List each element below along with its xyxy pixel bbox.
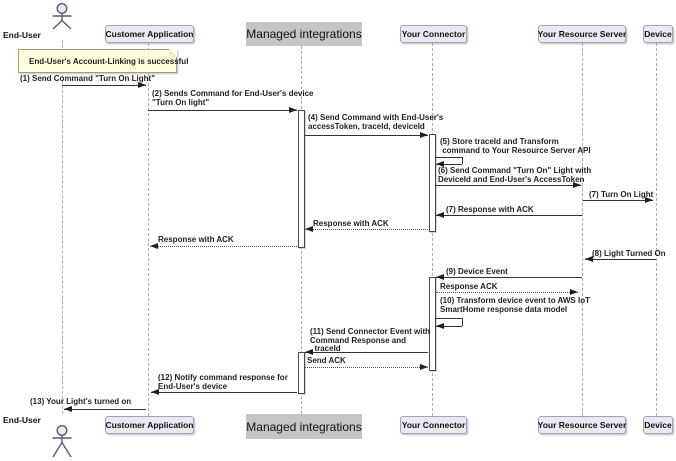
participant-box-top: Managed integrations	[246, 22, 362, 46]
message-line	[64, 409, 146, 410]
participant-box-bottom: Your Connector	[400, 416, 467, 434]
activation-bar	[297, 110, 305, 248]
note-fold-icon	[169, 49, 177, 57]
message-label: (13) Your Light's turned on	[30, 397, 132, 406]
arrowhead-icon	[420, 364, 428, 370]
message-label: (9) Device Event	[446, 267, 508, 276]
message-line	[585, 259, 656, 260]
self-message-line	[462, 157, 463, 164]
message-line	[151, 392, 297, 393]
message-label: Response with ACK	[313, 219, 389, 228]
participant-box-bottom: Managed integrations	[246, 414, 362, 439]
participant-box-top: Customer Application	[105, 25, 194, 43]
message-line	[305, 135, 428, 136]
arrowhead-icon	[570, 289, 578, 295]
message-line	[436, 292, 578, 293]
message-label: (1) Send Command "Turn On Light"	[20, 74, 155, 83]
message-label: (4) Send Command with End-User's accessT…	[308, 113, 444, 131]
message-label: (8) Light Turned On	[592, 249, 666, 258]
message-line	[305, 352, 428, 353]
arrowhead-icon	[151, 389, 159, 395]
arrowhead-icon	[645, 197, 653, 203]
arrowhead-icon	[420, 132, 428, 138]
message-label: (7) Turn On Light	[589, 190, 654, 199]
message-line	[305, 367, 428, 368]
self-message-line	[436, 164, 462, 165]
arrowhead-icon	[573, 182, 581, 188]
self-message-line	[436, 157, 462, 158]
message-line	[150, 246, 297, 247]
arrowhead-icon	[436, 274, 444, 280]
lifeline	[656, 43, 657, 416]
arrowhead-icon	[64, 406, 72, 412]
self-message-line	[436, 318, 462, 319]
participant-box-top: Device	[643, 25, 673, 43]
arrowhead-icon	[436, 161, 444, 167]
participant-box-bottom: Device	[643, 416, 673, 434]
note-text: End-User's Account-Linking is successful	[29, 57, 189, 66]
arrowhead-icon	[305, 226, 313, 232]
activation-bar	[297, 352, 305, 394]
account-linking-note: End-User's Account-Linking is successful	[18, 49, 188, 73]
arrowhead-icon	[436, 212, 444, 218]
message-line	[62, 85, 146, 86]
participant-box-bottom: Customer Application	[105, 416, 194, 434]
end-user-label: End-User	[3, 30, 41, 40]
end-user-actor-icon	[49, 2, 75, 30]
message-label: (12) Notify command response for End-Use…	[158, 373, 288, 391]
self-message-line	[462, 318, 463, 326]
arrowhead-icon	[138, 82, 146, 88]
message-label: (7) Response with ACK	[446, 205, 534, 214]
arrowhead-icon	[436, 323, 444, 329]
arrowhead-icon	[305, 349, 313, 355]
message-line	[305, 229, 428, 230]
message-label: (2) Sends Command for End-User's device …	[152, 89, 314, 107]
message-label: (5) Store traceId and Transform command …	[440, 137, 591, 155]
message-label: Send ACK	[307, 356, 346, 365]
lifeline	[582, 43, 583, 416]
arrowhead-icon	[150, 243, 158, 249]
self-message-line	[436, 326, 462, 327]
message-line	[436, 215, 582, 216]
message-label: (6) Send Command "Turn On" Light with De…	[438, 166, 592, 184]
message-line	[436, 185, 581, 186]
message-label: (10) Transform device event to AWS IoT S…	[440, 296, 590, 314]
message-line	[583, 200, 653, 201]
arrowhead-icon	[289, 107, 297, 113]
end-user-label: End-User	[3, 415, 41, 425]
message-line	[436, 277, 582, 278]
activation-bar	[428, 277, 436, 371]
lifeline	[148, 43, 149, 416]
message-label: (11) Send Connector Event with Command R…	[310, 327, 431, 354]
arrowhead-icon	[585, 256, 593, 262]
message-label: Response ACK	[440, 282, 498, 291]
participant-box-top: Your Connector	[400, 25, 467, 43]
message-line	[148, 110, 297, 111]
message-label: Response with ACK	[158, 235, 234, 244]
activation-bar	[428, 134, 436, 232]
participant-box-bottom: Your Resource Server	[538, 416, 626, 434]
participant-box-top: Your Resource Server	[538, 25, 626, 43]
lifeline	[62, 40, 63, 414]
end-user-actor-icon	[49, 424, 75, 458]
